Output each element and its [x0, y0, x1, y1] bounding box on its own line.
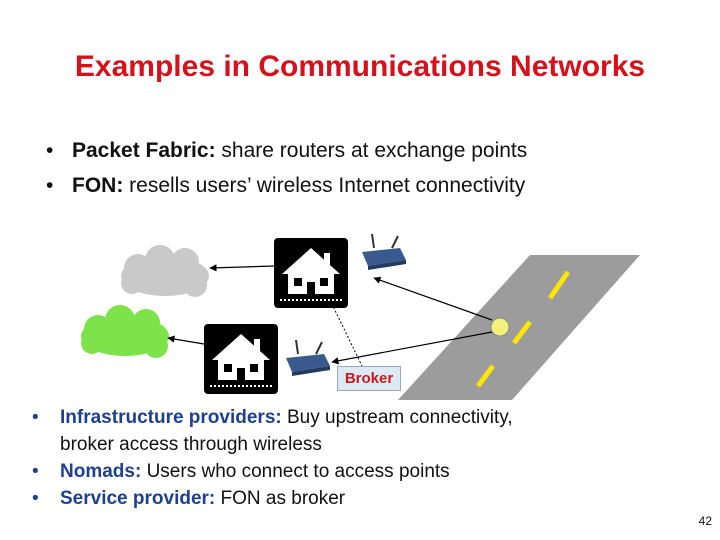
bullet-nomads: • Nomads: Users who connect to access poi…	[32, 458, 692, 485]
bullet-text: FON as broker	[215, 488, 346, 509]
top-bullet-list: • Packet Fabric: share routers at exchang…	[46, 133, 527, 203]
wireless-router-icon	[286, 339, 330, 376]
bullet-text: share routers at exchange points	[215, 139, 528, 162]
bullet-dot: •	[32, 407, 39, 428]
bullet-lead: Service provider:	[60, 488, 216, 509]
wireless-router-icon	[362, 233, 406, 270]
bullet-dot: •	[32, 461, 39, 482]
nomad-dot-icon	[490, 317, 510, 337]
bullet-fon: • FON: resells users’ wireless Internet c…	[46, 168, 527, 203]
bullet-dot: •	[46, 174, 54, 197]
bullet-continuation: broker access through wireless	[60, 434, 322, 455]
bullet-dot: •	[32, 488, 39, 509]
bullet-text: Buy upstream connectivity,	[281, 407, 513, 428]
bullet-text: Users who connect to access points	[141, 461, 450, 482]
arrow-house-to-cloud	[167, 335, 205, 345]
arrow-nomad-to-router	[373, 276, 493, 321]
bottom-bullet-list: • Infrastructure providers: Buy upstream …	[32, 404, 692, 512]
road-icon	[398, 255, 640, 400]
bullet-packet-fabric: • Packet Fabric: share routers at exchang…	[46, 133, 527, 168]
house-icon	[204, 324, 278, 394]
bullet-lead: Nomads:	[60, 461, 142, 482]
bullet-lead: Packet Fabric:	[72, 139, 216, 162]
cloud-green-icon	[81, 305, 169, 358]
broker-label: Broker	[337, 366, 401, 391]
bullet-service-provider: • Service provider: FON as broker	[32, 485, 692, 512]
house-icon	[274, 238, 348, 308]
arrow-house-to-cloud	[209, 264, 275, 272]
broker-link	[329, 299, 363, 367]
bullet-text: resells users’ wireless Internet connect…	[123, 174, 526, 197]
page-number: 42	[698, 514, 712, 528]
cloud-gray-icon	[121, 245, 209, 297]
bullet-lead: Infrastructure providers:	[60, 407, 282, 428]
bullet-lead: FON:	[72, 174, 124, 197]
arrow-nomad-to-router	[331, 331, 493, 365]
bullet-infrastructure-providers: • Infrastructure providers: Buy upstream …	[32, 404, 692, 458]
bullet-dot: •	[46, 139, 54, 162]
slide-title: Examples in Communications Networks	[74, 50, 646, 83]
